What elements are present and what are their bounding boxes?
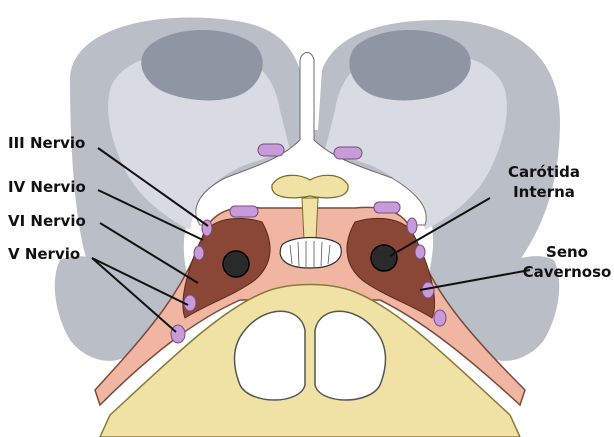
nerve-top-right [334, 147, 362, 159]
pituitary-stalk [302, 198, 318, 240]
label-nerve-vi: VI Nervio [8, 212, 86, 230]
nerve-vi-left [194, 246, 204, 260]
label-carotid-line1: Carótida [494, 163, 594, 181]
label-sinus-line1: Seno [522, 243, 612, 261]
nerve-v-left-2 [171, 325, 185, 343]
nerve-iii-left [230, 206, 258, 217]
nerve-iv-right [407, 218, 417, 234]
label-nerve-iv: IV Nervio [8, 178, 86, 196]
nerve-vi-right [415, 245, 425, 259]
label-nerve-v: V Nervio [8, 245, 80, 263]
nerve-top-left [258, 144, 284, 156]
label-sinus-line2: Cavernoso [522, 263, 612, 281]
pituitary-gland [280, 238, 341, 269]
nerve-iii-right [374, 202, 400, 213]
nerve-v-right-2 [434, 310, 446, 326]
label-nerve-iii: III Nervio [8, 134, 85, 152]
carotid-artery-left [223, 251, 249, 277]
carotid-artery-right [371, 245, 397, 271]
label-carotid-line2: Interna [494, 183, 594, 201]
